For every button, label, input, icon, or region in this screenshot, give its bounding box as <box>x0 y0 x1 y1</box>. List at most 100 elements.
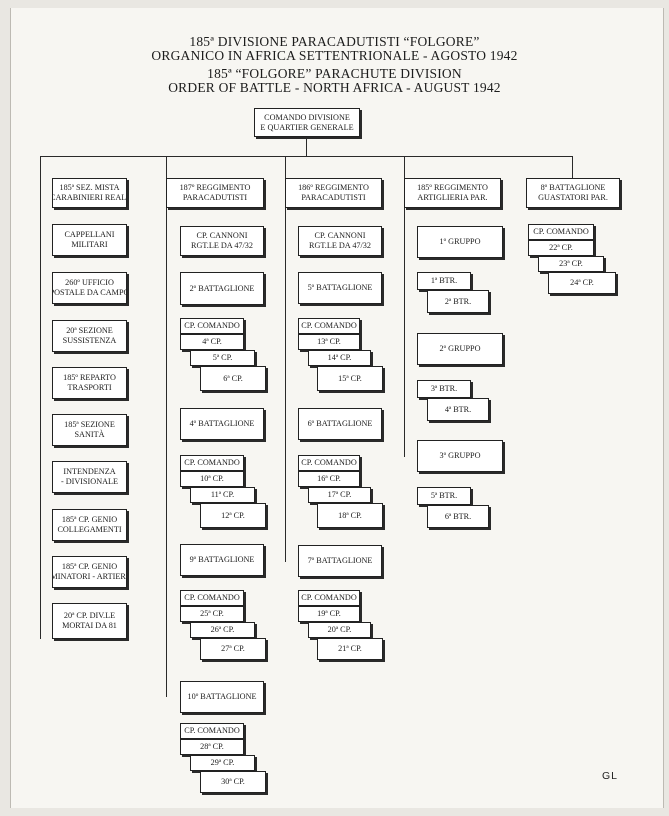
box-label: 185ª SEZ. MISTA <box>59 183 120 192</box>
company-box: 28ª CP. <box>180 739 244 755</box>
company-box: 19ª CP. <box>298 606 360 622</box>
battalion-9-box: 9º BATTAGLIONE <box>180 544 264 576</box>
title-italian-line-1: 185ª DIVISIONE PARACADUTISTI “FOLGORE” <box>189 34 480 49</box>
battalion-6-box: 6º BATTAGLIONE <box>298 408 382 440</box>
battalion-10-box: 10º BATTAGLIONE <box>180 681 264 713</box>
box-label: PARACADUTISTI <box>301 193 366 202</box>
battery-box: 2ª BTR. <box>427 290 489 313</box>
box-label: 12ª CP. <box>221 510 245 520</box>
box-label: CP. COMANDO <box>301 321 357 330</box>
box-label: 260º UFFICIO <box>65 278 114 287</box>
box-label: 20ª CP. DIV.LE <box>63 611 116 620</box>
box-label: TRASPORTI <box>67 383 112 392</box>
company-box: 13ª CP. <box>298 334 360 350</box>
box-label: 185ª SEZIONE <box>64 420 115 429</box>
box-label: 9º BATTAGLIONE <box>189 555 255 564</box>
title-english-line-2: ORDER OF BATTLE - NORTH AFRICA - AUGUST … <box>168 80 501 95</box>
battery-box: 5ª BTR. <box>417 487 471 505</box>
company-box: 21ª CP. <box>317 638 383 660</box>
box-label: 28ª CP. <box>200 742 224 751</box>
connector-line <box>404 156 405 457</box>
box-label: 185º REGGIMENTO <box>417 183 488 192</box>
box-label: 25ª CP. <box>200 609 224 618</box>
box-label: CP. COMANDO <box>533 227 589 236</box>
box-label: SANITÀ <box>74 430 105 439</box>
box-label: 19ª CP. <box>317 609 341 618</box>
hq-label: E QUARTIER GENERALE <box>260 122 354 132</box>
box-label: 8º BATTAGLIONE <box>540 183 606 192</box>
company-box: 25ª CP. <box>180 606 244 622</box>
battery-box: 4ª BTR. <box>427 398 489 421</box>
company-box: 23ª CP. <box>538 256 604 272</box>
company-box: 10ª CP. <box>180 471 244 487</box>
box-label: SUSSISTENZA <box>62 336 117 345</box>
box-label: PARACADUTISTI <box>182 193 248 202</box>
unit-box-intendenza: INTENDENZA- DIVISIONALE <box>52 461 127 493</box>
box-label: 2º BATTAGLIONE <box>189 283 255 293</box>
box-label: 16ª CP. <box>317 474 341 483</box>
box-label: CP. COMANDO <box>184 458 240 467</box>
company-box: CP. COMANDO <box>298 590 360 606</box>
box-label: 4º BATTAGLIONE <box>189 419 255 428</box>
connector-line <box>306 137 307 156</box>
box-label: 2ª BTR. <box>444 296 472 306</box>
box-label: MORTAI DA 81 <box>62 621 117 630</box>
box-label: 29ª CP. <box>210 758 235 767</box>
box-label: 24ª CP. <box>570 278 594 287</box>
company-box: CP. COMANDO <box>528 224 594 240</box>
battalion-2-box: 2º BATTAGLIONE <box>180 272 264 305</box>
box-label: CP. COMANDO <box>184 321 240 330</box>
battalion-7-box: 7º BATTAGLIONE <box>298 545 382 577</box>
box-label: 26ª CP. <box>210 625 235 634</box>
company-box: 26ª CP. <box>190 622 255 638</box>
box-label: MILITARI <box>71 240 108 249</box>
box-label: 17ª CP. <box>327 490 352 499</box>
box-label: POSTALE DA CAMPO <box>52 288 127 297</box>
company-box: 30ª CP. <box>200 771 266 793</box>
company-box: 20ª CP. <box>308 622 371 638</box>
box-label: 30ª CP. <box>221 777 245 786</box>
company-box: CP. COMANDO <box>180 590 244 606</box>
box-label: 185º REPARTO <box>63 373 116 382</box>
box-label: CP. COMANDO <box>301 458 357 467</box>
connector-line <box>166 156 167 697</box>
box-label: 187º REGGIMENTO <box>179 183 251 192</box>
box-label: 4ª BTR. <box>444 404 472 414</box>
box-label: 15ª CP. <box>338 373 362 383</box>
box-label: 11ª CP. <box>210 490 235 499</box>
box-label: CP. CANNONI <box>314 231 366 240</box>
box-label: CARABINIERI REALI <box>52 193 127 202</box>
box-label: CAPPELLANI <box>64 230 115 239</box>
battery-box: 3ª BTR. <box>417 380 471 398</box>
company-box: 6ª CP. <box>200 366 266 391</box>
box-label: MINATORI - ARTIERI <box>52 572 127 581</box>
box-label: 7º BATTAGLIONE <box>307 556 373 565</box>
box-label: 1º GRUPPO <box>439 237 481 246</box>
company-box: CP. COMANDO <box>298 455 360 471</box>
box-label: 6º BATTAGLIONE <box>307 419 373 428</box>
box-label: INTENDENZA <box>63 467 116 476</box>
company-box: CP. COMANDO <box>180 318 244 334</box>
hq-label: COMANDO DIVISIONE <box>264 112 350 122</box>
box-label: RGT.LE DA 47/32 <box>309 241 371 250</box>
box-label: CP. COMANDO <box>301 593 357 602</box>
title-italian-line-2: ORGANICO IN AFRICA SETTENTRIONALE - AGOS… <box>151 48 518 63</box>
company-box: 16ª CP. <box>298 471 360 487</box>
connector-line <box>285 156 286 562</box>
company-box: 4ª CP. <box>180 334 244 350</box>
company-box: 17ª CP. <box>308 487 371 503</box>
box-label: GUASTATORI PAR. <box>538 193 608 202</box>
box-label: 5ª CP. <box>212 353 233 362</box>
box-label: 185ª CP. GENIO <box>61 515 118 524</box>
company-box: 18ª CP. <box>317 503 383 528</box>
box-label: 13ª CP. <box>317 337 341 346</box>
company-box: 11ª CP. <box>190 487 255 503</box>
box-label: 186º REGGIMENTO <box>298 183 369 192</box>
connector-line <box>40 156 41 639</box>
